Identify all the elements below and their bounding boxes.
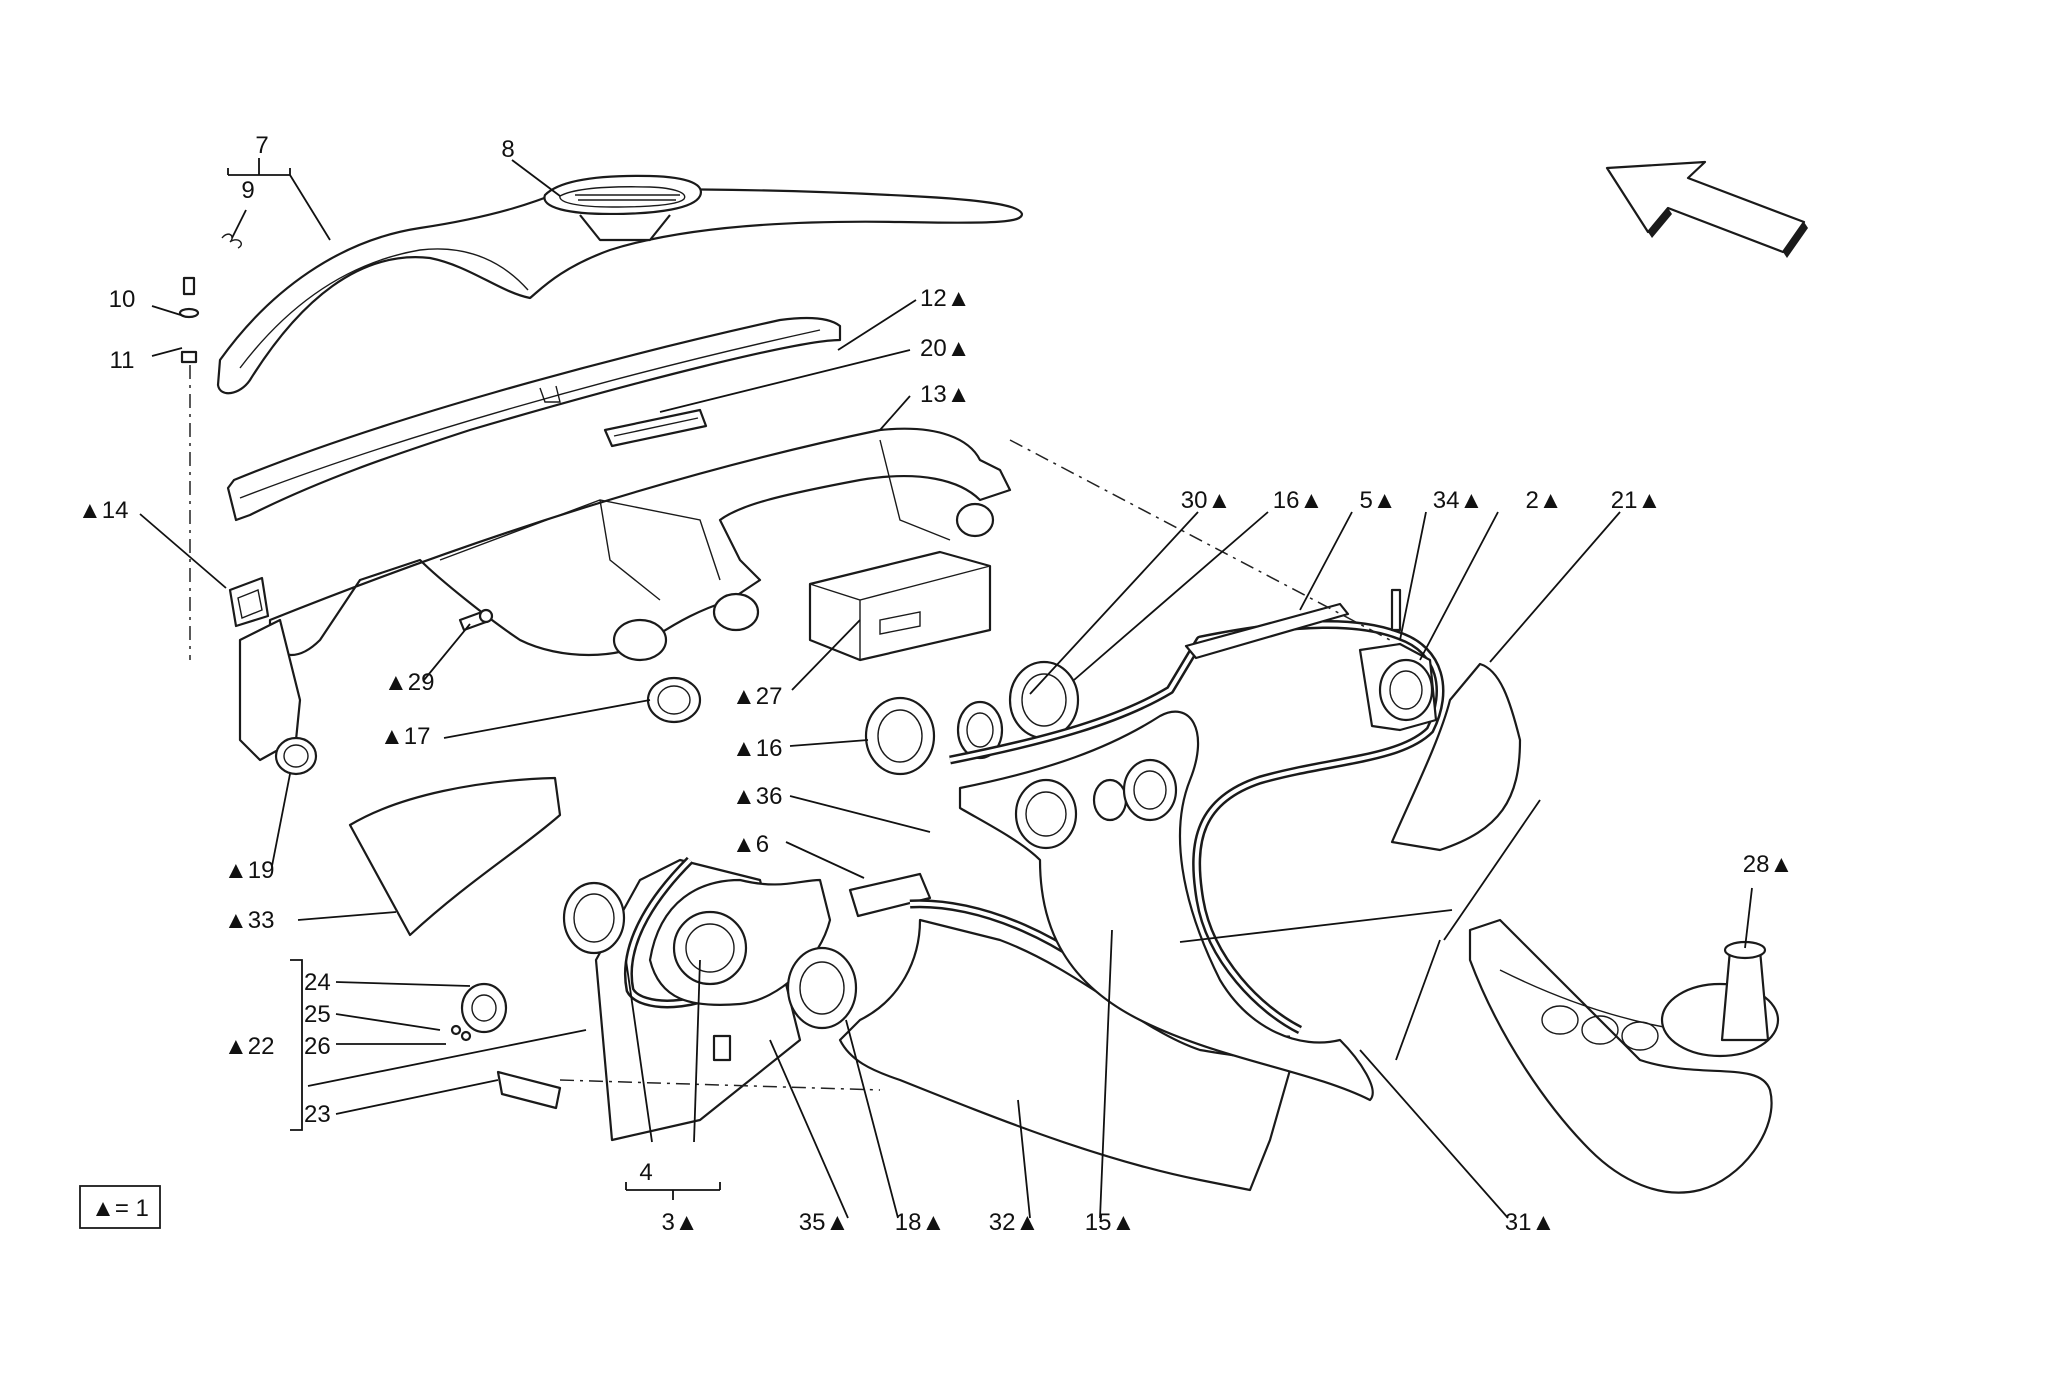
clip-9 — [221, 233, 242, 249]
callout-32: 32▲ — [989, 1209, 1039, 1236]
callout-21: 21▲ — [1611, 487, 1661, 514]
callout-20: 20▲ — [920, 335, 970, 362]
callout-7: 7 — [255, 132, 268, 159]
callout-35: 35▲ — [799, 1209, 849, 1236]
callout-18: 18▲ — [895, 1209, 945, 1236]
callout-30: 30▲ — [1181, 487, 1231, 514]
callout-24: 24 — [304, 969, 331, 996]
main-center-panel-31 — [949, 619, 1445, 1102]
callout-12: 12▲ — [920, 285, 970, 312]
dashboard-frame — [268, 427, 1012, 662]
right-side-trim-21 — [1390, 662, 1522, 852]
leader-lines — [139, 158, 1753, 1219]
top-strip-5 — [1184, 602, 1350, 660]
ring-17 — [646, 676, 702, 724]
callout-16b: 16▲ — [1273, 487, 1323, 514]
callout-16a: ▲16 — [732, 735, 782, 762]
callout-3: 3▲ — [661, 1209, 698, 1236]
callout-17: ▲17 — [380, 723, 430, 750]
callout-26: 26 — [304, 1033, 331, 1060]
callout-15: 15▲ — [1085, 1209, 1135, 1236]
screw-29 — [458, 608, 494, 632]
callout-33: ▲33 — [224, 907, 274, 934]
callout-31: 31▲ — [1505, 1209, 1555, 1236]
callout-36: ▲36 — [732, 783, 782, 810]
vent-ring-16 — [864, 660, 1080, 776]
left-side-vent — [228, 576, 318, 776]
center-speaker-grille — [543, 174, 703, 242]
callout-10: 10 — [109, 286, 136, 313]
assembly-line-top — [1009, 439, 1391, 641]
callout-34: 34▲ — [1433, 487, 1483, 514]
assembly-line-lower — [559, 1079, 881, 1091]
defroster-duct — [226, 316, 842, 522]
callout-9: 9 — [241, 177, 254, 204]
callout-labels: 7 8 9 10 11 12▲ 20▲ 13▲ ▲14 ▲29 ▲17 ▲19 … — [78, 132, 1793, 1236]
right-vent-2 — [1358, 588, 1438, 732]
callout-4: 4 — [639, 1159, 652, 1186]
callout-27: ▲27 — [732, 683, 782, 710]
screw-10 — [178, 276, 200, 364]
callout-28: 28▲ — [1743, 851, 1793, 878]
callout-11: 11 — [110, 347, 135, 374]
callout-8: 8 — [501, 136, 514, 163]
switch-6 — [848, 872, 932, 918]
callout-5: 5▲ — [1359, 487, 1396, 514]
legend-text: ▲= 1 — [91, 1195, 149, 1222]
cover-panel-33 — [348, 776, 562, 937]
callout-13: 13▲ — [920, 381, 970, 408]
callout-6: ▲6 — [732, 831, 769, 858]
callout-14: ▲14 — [78, 497, 128, 524]
direction-arrow-icon — [1605, 160, 1808, 258]
small-vent-20 — [603, 408, 708, 448]
tunnel-console-28 — [1468, 918, 1780, 1194]
callout-25: 25 — [304, 1001, 331, 1028]
knob-18 — [786, 946, 858, 1030]
callout-2: 2▲ — [1525, 487, 1562, 514]
callout-29: ▲29 — [384, 669, 434, 696]
callout-19: ▲19 — [224, 857, 274, 884]
tray-bracket-27 — [808, 550, 992, 662]
upper-dash-cover — [216, 188, 1024, 395]
legend-box: ▲= 1 — [79, 1185, 161, 1229]
callout-22: ▲22 — [224, 1033, 274, 1060]
callout-23: 23 — [304, 1101, 331, 1128]
